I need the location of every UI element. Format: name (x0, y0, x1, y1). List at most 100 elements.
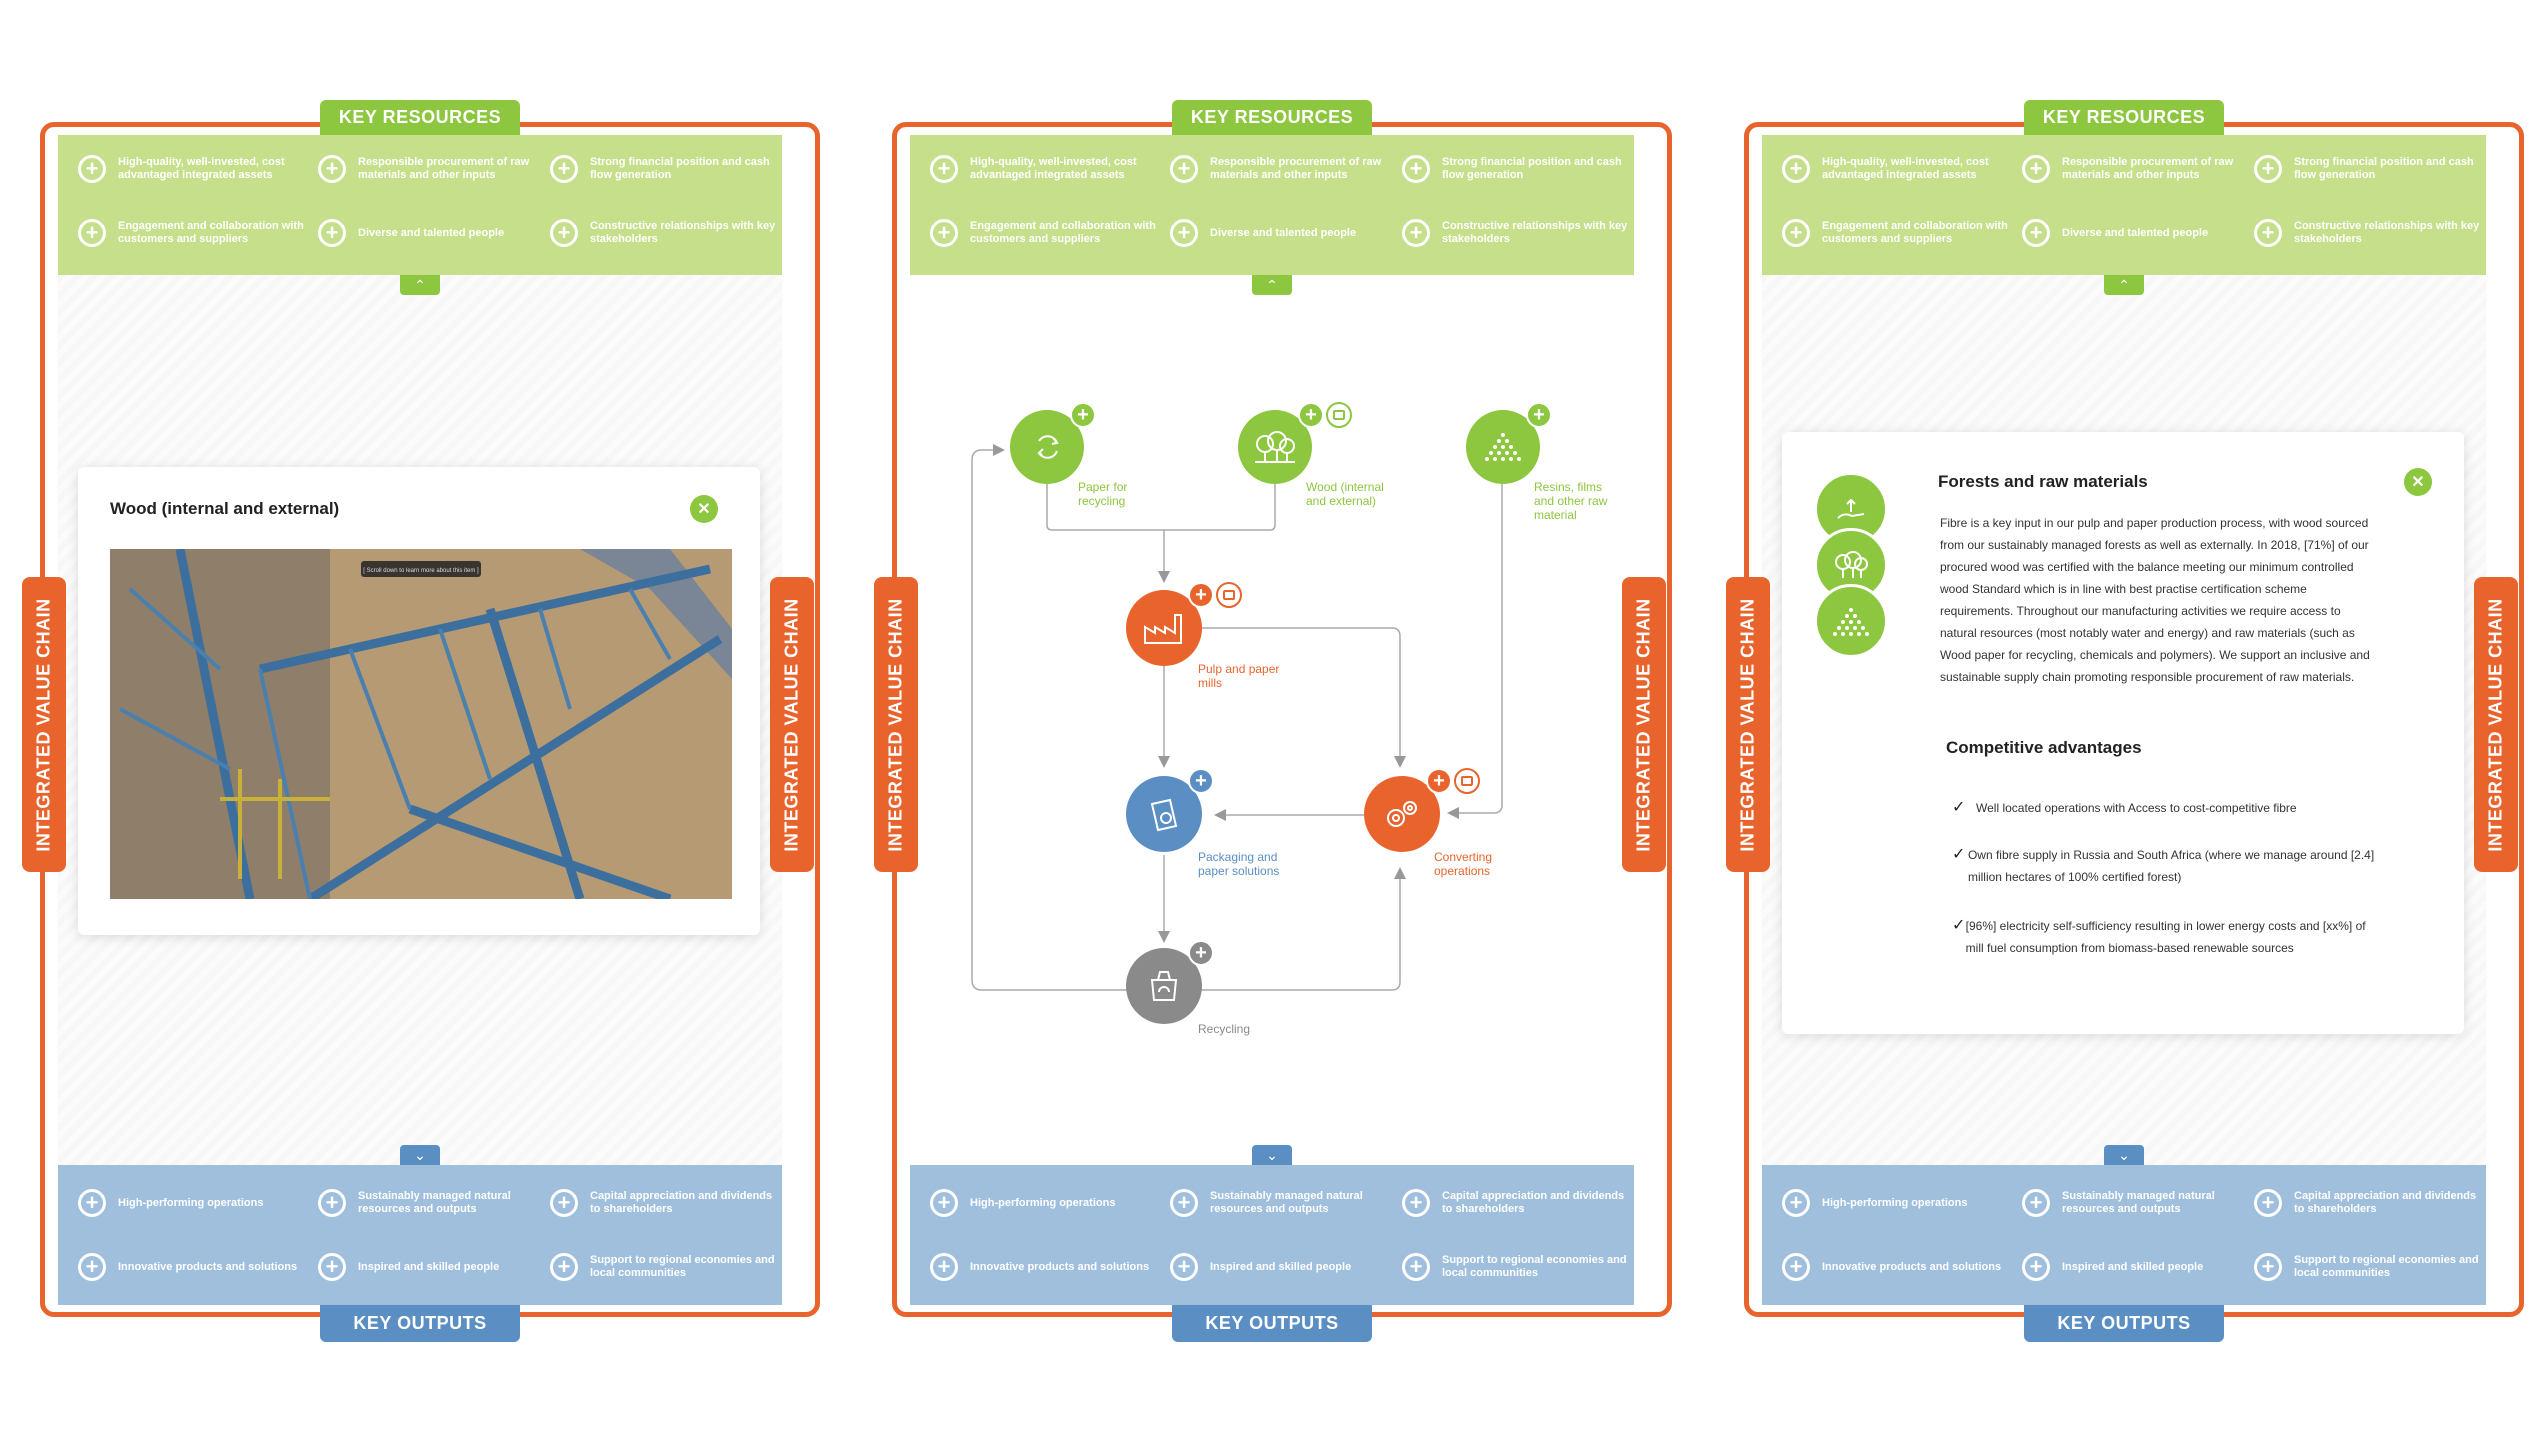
plus-icon[interactable]: + (78, 155, 106, 183)
output-item[interactable]: +Sustainably managed natural resources a… (318, 1189, 548, 1217)
plus-icon[interactable]: + (550, 219, 578, 247)
chevron-up-icon[interactable]: ⌃ (400, 275, 440, 295)
resource-item[interactable]: +High-quality, well-invested, cost advan… (930, 155, 1160, 183)
chevron-up-icon[interactable]: ⌃ (1252, 275, 1292, 295)
plus-icon[interactable]: + (1782, 1189, 1810, 1217)
plus-icon[interactable]: + (1782, 1253, 1810, 1281)
output-item[interactable]: +Innovative products and solutions (1782, 1253, 2012, 1281)
output-item[interactable]: +Capital appreciation and dividends to s… (1402, 1189, 1632, 1217)
plus-icon[interactable]: + (2022, 155, 2050, 183)
output-item[interactable]: +Innovative products and solutions (930, 1253, 1160, 1281)
plus-icon[interactable]: + (2022, 219, 2050, 247)
output-item[interactable]: +Inspired and skilled people (2022, 1253, 2252, 1281)
chevron-down-icon[interactable]: ⌄ (1252, 1145, 1292, 1165)
output-item[interactable]: +Inspired and skilled people (318, 1253, 548, 1281)
video-icon[interactable] (1326, 402, 1352, 428)
plus-icon[interactable]: + (1188, 940, 1214, 966)
plus-icon[interactable]: + (318, 155, 346, 183)
resource-item[interactable]: +Diverse and talented people (1170, 219, 1400, 247)
key-outputs-tab[interactable]: KEY OUTPUTS (1172, 1305, 1372, 1342)
factory-node-icon[interactable] (1126, 590, 1202, 666)
output-item[interactable]: +Support to regional economies and local… (550, 1253, 780, 1281)
plus-icon[interactable]: + (1070, 402, 1096, 428)
key-resources-tab[interactable]: KEY RESOURCES (2024, 100, 2224, 135)
close-icon[interactable]: ✕ (2404, 468, 2432, 496)
resource-item[interactable]: +Responsible procurement of raw material… (2022, 155, 2252, 183)
resource-item[interactable]: +Engagement and collaboration with custo… (1782, 219, 2012, 247)
chevron-down-icon[interactable]: ⌄ (400, 1145, 440, 1165)
output-item[interactable]: +Innovative products and solutions (78, 1253, 308, 1281)
plus-icon[interactable]: + (1402, 155, 1430, 183)
key-outputs-tab[interactable]: KEY OUTPUTS (320, 1305, 520, 1342)
resin-pile-node-icon[interactable] (1466, 410, 1540, 484)
plus-icon[interactable]: + (1426, 768, 1452, 794)
output-item[interactable]: +Capital appreciation and dividends to s… (2254, 1189, 2484, 1217)
plus-icon[interactable]: + (1188, 768, 1214, 794)
video-icon[interactable] (1454, 768, 1480, 794)
plus-icon[interactable]: + (550, 1189, 578, 1217)
resource-item[interactable]: +Strong financial position and cash flow… (2254, 155, 2484, 183)
plus-icon[interactable]: + (930, 1189, 958, 1217)
recycle-bag-node-icon[interactable] (1126, 948, 1202, 1024)
output-item[interactable]: +Support to regional economies and local… (1402, 1253, 1632, 1281)
key-outputs-tab[interactable]: KEY OUTPUTS (2024, 1305, 2224, 1342)
plus-icon[interactable]: + (78, 1189, 106, 1217)
plus-icon[interactable]: + (550, 155, 578, 183)
resource-item[interactable]: +Strong financial position and cash flow… (550, 155, 780, 183)
output-item[interactable]: +High-performing operations (1782, 1189, 2012, 1217)
plus-icon[interactable]: + (78, 1253, 106, 1281)
plus-icon[interactable]: + (1170, 155, 1198, 183)
resource-item[interactable]: +Responsible procurement of raw material… (1170, 155, 1400, 183)
resource-item[interactable]: +Diverse and talented people (2022, 219, 2252, 247)
plus-icon[interactable]: + (2022, 1189, 2050, 1217)
output-item[interactable]: +Sustainably managed natural resources a… (1170, 1189, 1400, 1217)
key-resources-tab[interactable]: KEY RESOURCES (1172, 100, 1372, 135)
resource-item[interactable]: +Constructive relationships with key sta… (550, 219, 780, 247)
resource-item[interactable]: +High-quality, well-invested, cost advan… (78, 155, 308, 183)
resource-item[interactable]: +Responsible procurement of raw material… (318, 155, 548, 183)
chevron-up-icon[interactable]: ⌃ (2104, 275, 2144, 295)
output-item[interactable]: +High-performing operations (78, 1189, 308, 1217)
video-icon[interactable] (1216, 582, 1242, 608)
plus-icon[interactable]: + (1188, 582, 1214, 608)
plus-icon[interactable]: + (930, 155, 958, 183)
plus-icon[interactable]: + (1402, 219, 1430, 247)
resource-item[interactable]: +Constructive relationships with key sta… (2254, 219, 2484, 247)
package-node-icon[interactable] (1126, 776, 1202, 852)
plus-icon[interactable]: + (550, 1253, 578, 1281)
plus-icon[interactable]: + (78, 219, 106, 247)
plus-icon[interactable]: + (1170, 1189, 1198, 1217)
plus-icon[interactable]: + (1782, 219, 1810, 247)
plus-icon[interactable]: + (1782, 155, 1810, 183)
close-icon[interactable]: ✕ (690, 495, 718, 523)
plus-icon[interactable]: + (1170, 1253, 1198, 1281)
output-item[interactable]: +Capital appreciation and dividends to s… (550, 1189, 780, 1217)
resource-item[interactable]: +Diverse and talented people (318, 219, 548, 247)
output-item[interactable]: +High-performing operations (930, 1189, 1160, 1217)
plus-icon[interactable]: + (318, 219, 346, 247)
plus-icon[interactable]: + (318, 1253, 346, 1281)
plus-icon[interactable]: + (1402, 1189, 1430, 1217)
plus-icon[interactable]: + (2254, 155, 2282, 183)
plus-icon[interactable]: + (1526, 402, 1552, 428)
key-resources-tab[interactable]: KEY RESOURCES (320, 100, 520, 135)
resource-item[interactable]: +Constructive relationships with key sta… (1402, 219, 1632, 247)
output-item[interactable]: +Support to regional economies and local… (2254, 1253, 2484, 1281)
plus-icon[interactable]: + (1402, 1253, 1430, 1281)
plus-icon[interactable]: + (2254, 219, 2282, 247)
resource-item[interactable]: +Engagement and collaboration with custo… (78, 219, 308, 247)
plus-icon[interactable]: + (2254, 1253, 2282, 1281)
chevron-down-icon[interactable]: ⌄ (2104, 1145, 2144, 1165)
trees-node-icon[interactable] (1238, 410, 1312, 484)
plus-icon[interactable]: + (318, 1189, 346, 1217)
plus-icon[interactable]: + (1298, 402, 1324, 428)
output-item[interactable]: +Inspired and skilled people (1170, 1253, 1400, 1281)
plus-icon[interactable]: + (930, 1253, 958, 1281)
resource-item[interactable]: +High-quality, well-invested, cost advan… (1782, 155, 2012, 183)
plus-icon[interactable]: + (1170, 219, 1198, 247)
resource-item[interactable]: +Engagement and collaboration with custo… (930, 219, 1160, 247)
output-item[interactable]: +Sustainably managed natural resources a… (2022, 1189, 2252, 1217)
resource-item[interactable]: +Strong financial position and cash flow… (1402, 155, 1632, 183)
plus-icon[interactable]: + (2022, 1253, 2050, 1281)
plus-icon[interactable]: + (930, 219, 958, 247)
